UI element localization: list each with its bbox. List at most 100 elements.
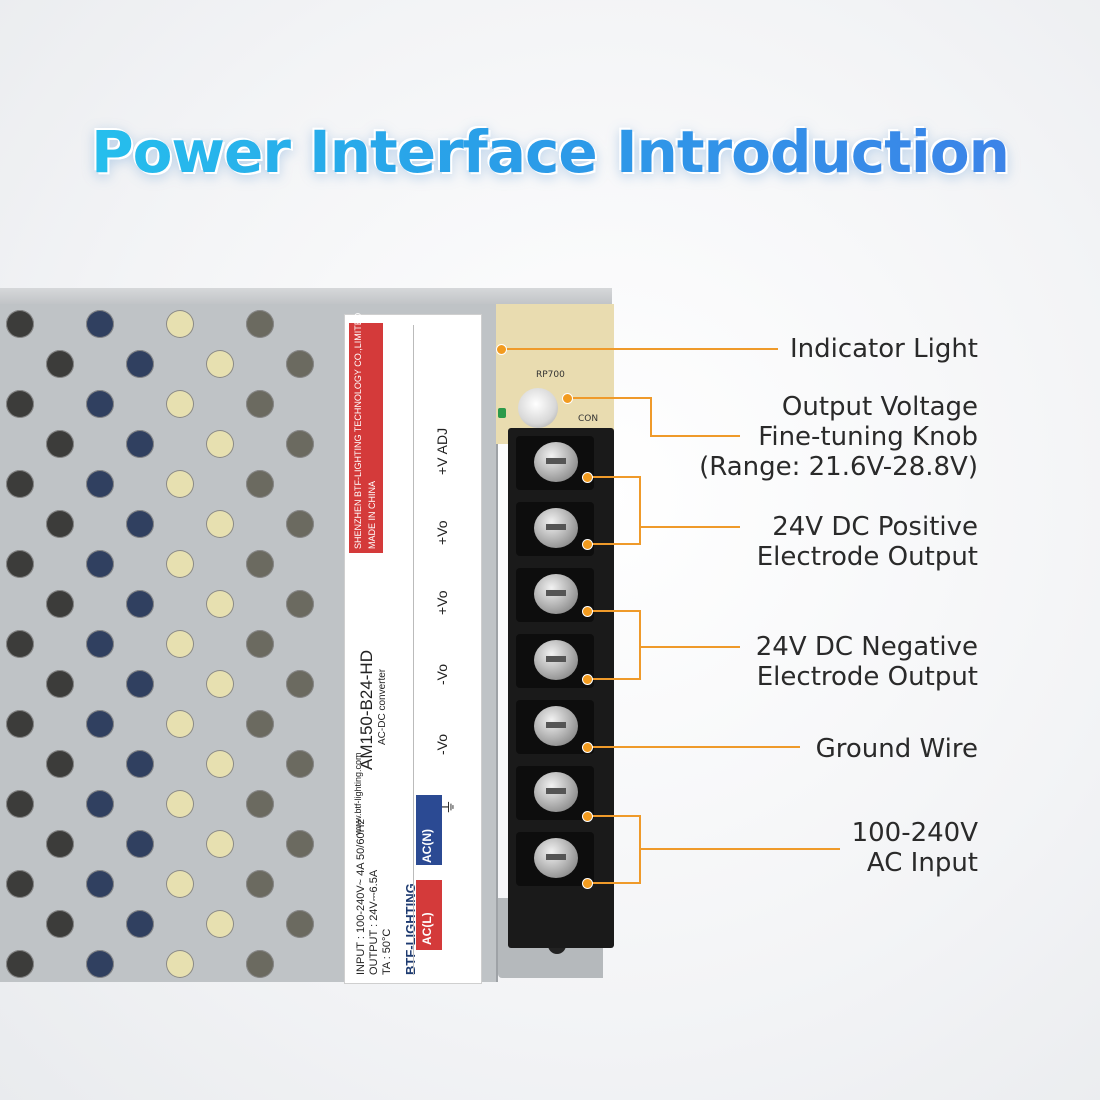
grille-hole xyxy=(246,310,274,338)
screw-icon xyxy=(534,706,578,746)
grille-hole xyxy=(126,670,154,698)
leader-dot-pos-2 xyxy=(582,539,593,550)
label-ta: TA : 50°C xyxy=(381,928,393,975)
grille-hole xyxy=(46,830,74,858)
leader-line-pos-c xyxy=(639,476,641,545)
grille-hole xyxy=(6,710,34,738)
grille-hole xyxy=(86,470,114,498)
grille-hole xyxy=(126,590,154,618)
label-input: INPUT : 100-240V~ 4A 50/60Hz xyxy=(355,818,367,975)
callout-line: Output Voltage xyxy=(781,392,978,422)
leader-line-pos-d xyxy=(640,526,740,528)
leader-line-neg-c xyxy=(639,610,641,680)
legend-pos-1: +Vo xyxy=(434,520,450,545)
screw-icon xyxy=(534,640,578,680)
power-supply-image: SHENZHEN BTF-LIGHTING TECHNOLOGY CO.,LIM… xyxy=(0,288,615,993)
label-left-strip: SHENZHEN BTF-LIGHTING TECHNOLOGY CO.,LIM… xyxy=(345,312,389,983)
pcb-rp-label: RP700 xyxy=(536,370,565,380)
grille-hole xyxy=(246,950,274,978)
callout-dc-negative: 24V DC Negative Electrode Output xyxy=(756,632,978,692)
grille-hole xyxy=(166,790,194,818)
grille-hole xyxy=(286,910,314,938)
grille-hole xyxy=(6,550,34,578)
grille-hole xyxy=(286,750,314,778)
grille-hole xyxy=(166,550,194,578)
grille-hole xyxy=(6,630,34,658)
grille-hole xyxy=(246,470,274,498)
grille-hole xyxy=(246,550,274,578)
leader-line-ac-d xyxy=(640,848,840,850)
leader-line-indicator xyxy=(500,348,778,350)
grille-hole xyxy=(246,390,274,418)
grille-hole xyxy=(86,550,114,578)
grille-hole xyxy=(286,670,314,698)
leader-line-knob-b xyxy=(650,397,652,435)
terminal-slot xyxy=(516,502,594,556)
label-company: SHENZHEN BTF-LIGHTING TECHNOLOGY CO.,LIM… xyxy=(353,312,363,549)
pcb-con-label: CON xyxy=(578,414,599,424)
leader-dot-neg-1 xyxy=(582,606,593,617)
screw-icon xyxy=(534,508,578,548)
callout-line: 24V DC Negative xyxy=(755,632,978,662)
callout-ground-wire: Ground Wire xyxy=(816,734,978,764)
leader-line-neg-d xyxy=(640,646,740,648)
adjust-knob xyxy=(518,388,558,428)
grille-hole xyxy=(46,590,74,618)
grille-hole xyxy=(6,870,34,898)
terminal-slot xyxy=(516,700,594,754)
grille-hole xyxy=(246,790,274,818)
grille-hole xyxy=(286,830,314,858)
leader-line-neg-a xyxy=(586,610,640,612)
terminal-block xyxy=(508,428,614,948)
grille-hole xyxy=(286,510,314,538)
leader-dot-knob xyxy=(562,393,573,404)
terminal-slot xyxy=(516,634,594,688)
grille-hole xyxy=(166,390,194,418)
label-output: OUTPUT : 24V⎓6.5A xyxy=(368,869,380,975)
grille-hole xyxy=(286,590,314,618)
indicator-led xyxy=(498,408,506,418)
terminal-slot xyxy=(516,436,594,490)
callout-line: Ground Wire xyxy=(815,734,978,764)
leader-dot-indicator xyxy=(496,344,507,355)
legend-neg-2: -Vo xyxy=(434,733,450,755)
callout-line: AC Input xyxy=(866,848,978,878)
grille-hole xyxy=(126,430,154,458)
grille-hole xyxy=(46,430,74,458)
grille-hole xyxy=(246,870,274,898)
callout-line: 100-240V xyxy=(851,818,978,848)
grille-hole xyxy=(46,350,74,378)
grille-hole xyxy=(286,350,314,378)
grille-hole xyxy=(46,750,74,778)
grille-hole xyxy=(246,710,274,738)
legend-pos-2: +Vo xyxy=(434,590,450,615)
grille-hole xyxy=(86,950,114,978)
grille-hole xyxy=(166,310,194,338)
grille-hole xyxy=(6,470,34,498)
grille-hole xyxy=(206,830,234,858)
leader-line-ac-b xyxy=(586,882,640,884)
screw-icon xyxy=(534,442,578,482)
grille-hole xyxy=(6,310,34,338)
grille-hole xyxy=(206,430,234,458)
grille-hole xyxy=(46,510,74,538)
leader-dot-neg-2 xyxy=(582,674,593,685)
legend-neg-1: -Vo xyxy=(434,663,450,685)
screw-icon xyxy=(534,772,578,812)
pcb-board: RP700 CON xyxy=(496,304,614,444)
grille-hole xyxy=(86,630,114,658)
label-red-bar xyxy=(349,323,383,553)
leader-line-ac-a xyxy=(586,815,640,817)
grille-hole xyxy=(86,390,114,418)
callout-indicator-light: Indicator Light xyxy=(790,334,978,364)
leader-line-knob-c xyxy=(650,435,740,437)
label-model: AM150-B24-HD xyxy=(357,650,376,770)
label-subtitle: AC-DC converter xyxy=(377,668,388,745)
grille-hole xyxy=(86,310,114,338)
grille-hole xyxy=(206,750,234,778)
callout-line: Electrode Output xyxy=(756,542,978,572)
grille-hole xyxy=(126,830,154,858)
grille-hole xyxy=(126,910,154,938)
grille-hole xyxy=(166,870,194,898)
grille-hole xyxy=(46,910,74,938)
